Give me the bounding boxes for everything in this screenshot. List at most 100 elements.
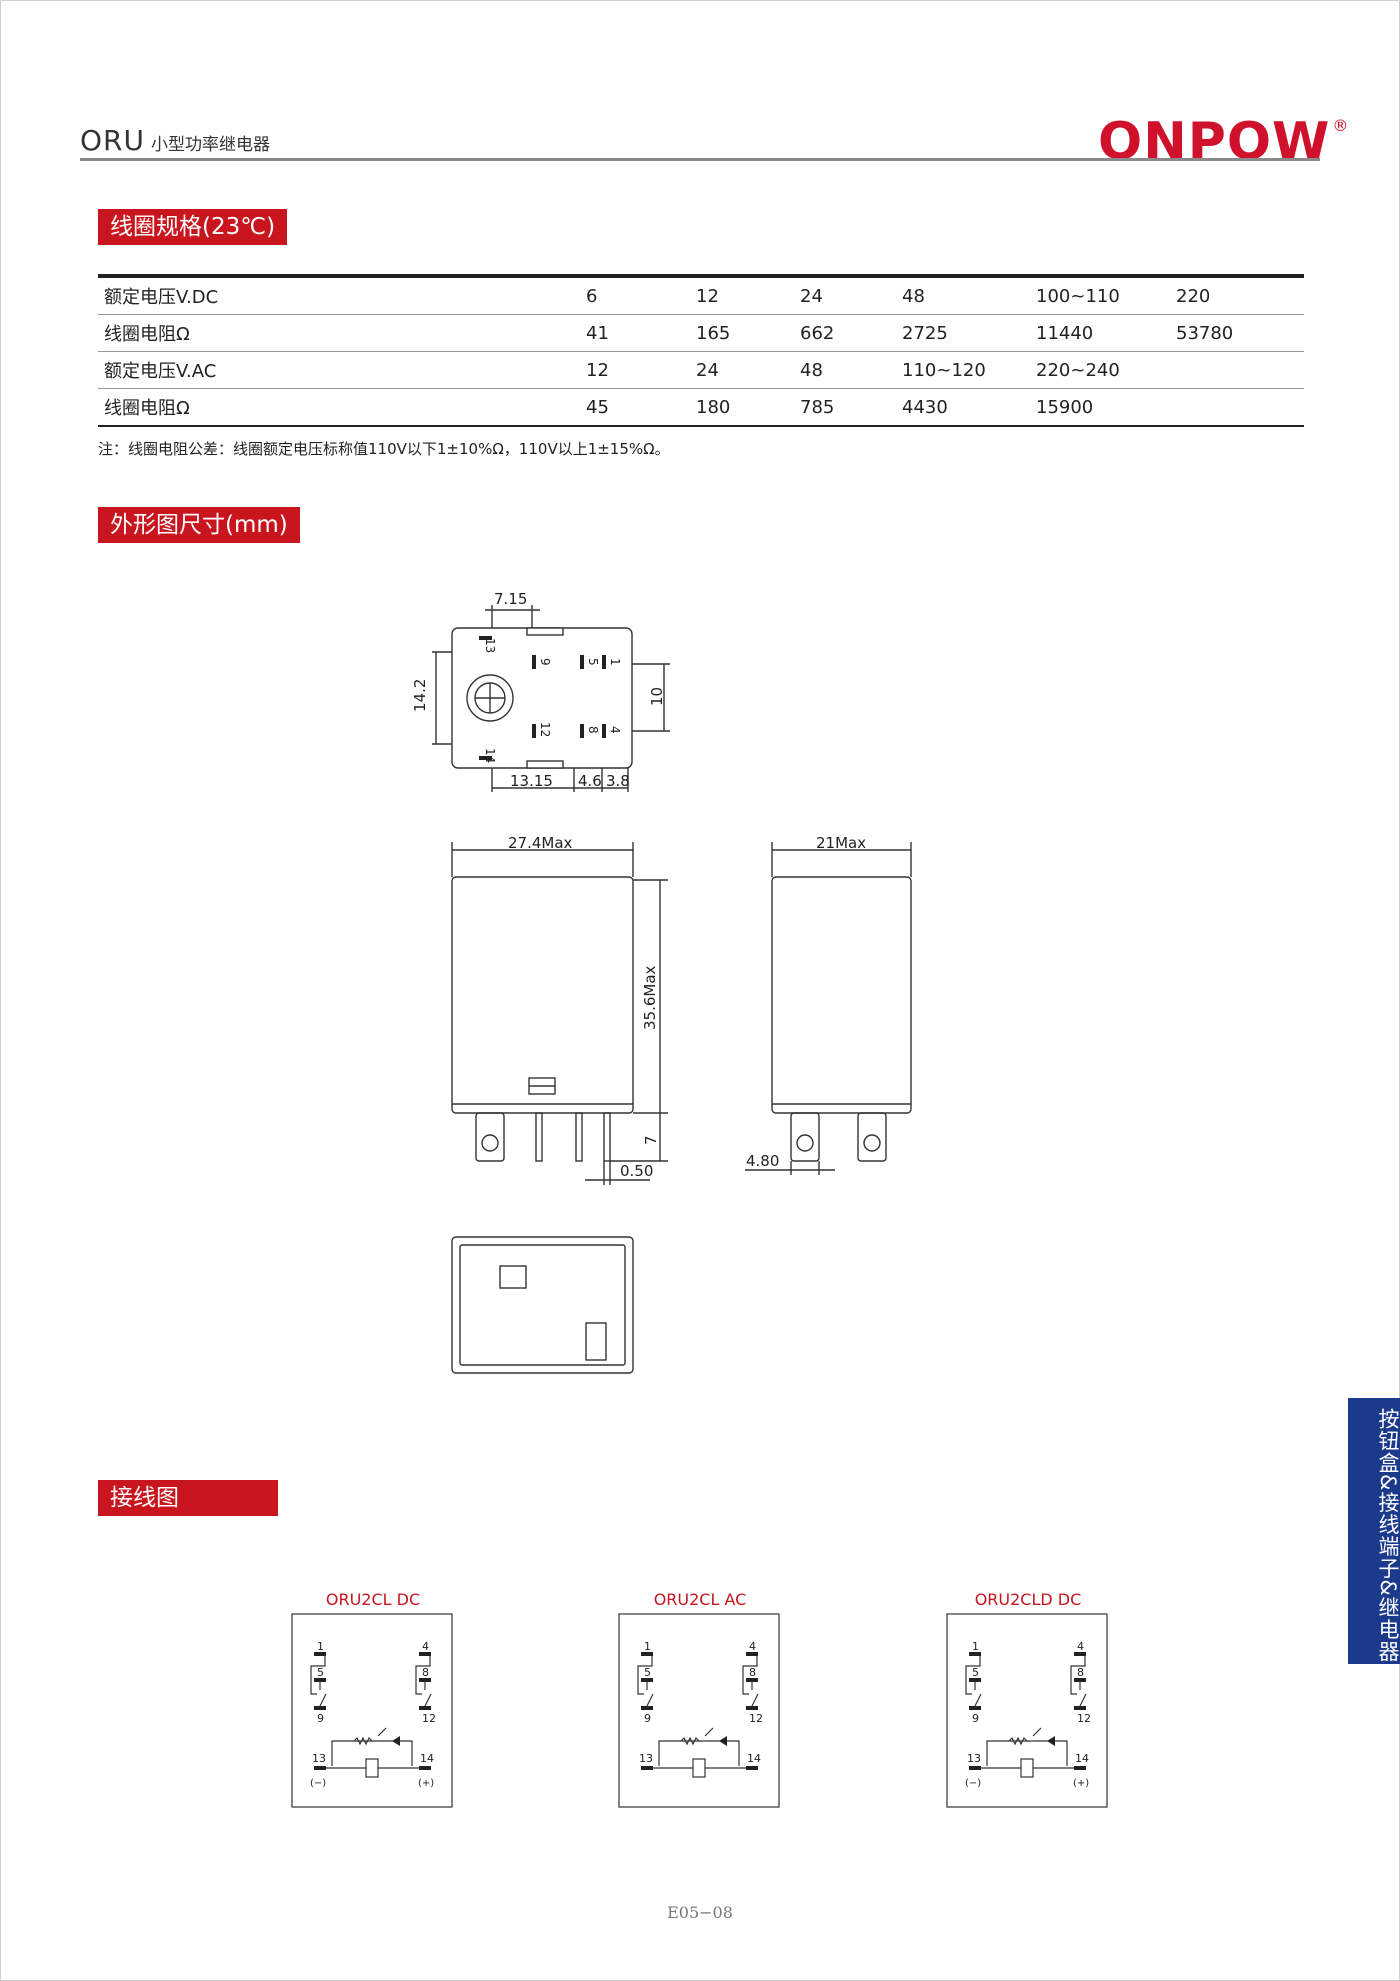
table-cell: [1170, 351, 1304, 389]
wiring-pin-label: 9: [972, 1712, 979, 1725]
wiring-pin-label: 12: [1077, 1712, 1091, 1725]
wiring-pin-label: 9: [317, 1712, 324, 1725]
wiring-pin-label: 1: [317, 1640, 324, 1653]
page-number: E05−08: [667, 1903, 733, 1922]
dim-bottom-a: 13.15: [510, 772, 553, 790]
coil-note: 注：线圈电阻公差：线圈额定电压标称值110V以下1±10%Ω，110V以上1±1…: [98, 440, 670, 458]
wiring-pin-label: 13: [967, 1752, 981, 1765]
polarity-positive: (+): [418, 1778, 434, 1789]
side-category-tab: 按钮盒&接线端子&继电器: [1348, 1398, 1400, 1664]
wiring-pin-label: 4: [422, 1640, 429, 1653]
table-cell: 165: [690, 314, 794, 352]
wiring-pin-label: 4: [749, 1640, 756, 1653]
wiring-diagram: 1 5 9 4 8 12 13 14 (−) (+): [291, 1613, 453, 1808]
table-cell: 180: [690, 388, 794, 427]
dim-side-pin: 4.80: [746, 1152, 779, 1170]
table-cell: 24: [690, 351, 794, 389]
section-title-wiring: 接线图: [98, 1480, 278, 1516]
mount-hole: [466, 674, 514, 722]
table-cell: 45: [580, 388, 690, 427]
table-cell: 24: [794, 274, 896, 315]
dim-pin-length: 7: [642, 1135, 660, 1145]
wiring-pin-label: 1: [972, 1640, 979, 1653]
dim-pin-thickness: 0.50: [620, 1162, 653, 1180]
table-cell: 48: [794, 351, 896, 389]
wiring-pin-label: 14: [747, 1752, 761, 1765]
wiring-pin-label: 1: [644, 1640, 651, 1653]
dim-front-height: 35.6Max: [641, 965, 659, 1030]
dim-side-width: 21Max: [816, 834, 866, 852]
dim-bottom-c: 3.8: [606, 772, 630, 790]
table-cell: 100~110: [1030, 274, 1170, 315]
wiring-pin-label: 13: [312, 1752, 326, 1765]
table-cell: 2725: [896, 314, 1030, 352]
brand-logo: ONPOW®: [1098, 112, 1350, 172]
row-label: 线圈电阻Ω: [98, 388, 580, 427]
pin-label-4: 4: [608, 726, 622, 734]
wiring-diagram: 1 5 9 4 8 12 13 14: [618, 1613, 780, 1808]
header-rule: [80, 158, 1320, 161]
wiring-title-1: ORU2CL DC: [325, 1590, 421, 1609]
bottom-view-body: [451, 1236, 634, 1374]
dim-height-left: 14.2: [411, 679, 429, 712]
table-cell: 220~240: [1030, 351, 1170, 389]
product-subtitle: 小型功率继电器: [151, 135, 270, 155]
table-cell: 220: [1170, 274, 1304, 315]
pin-label-1: 1: [608, 658, 622, 666]
polarity-negative: (−): [310, 1778, 326, 1789]
dim-front-width: 27.4Max: [508, 834, 573, 852]
table-cell: 53780: [1170, 314, 1304, 352]
side-view-body: [771, 876, 912, 1114]
table-cell: 12: [690, 274, 794, 315]
row-label: 线圈电阻Ω: [98, 314, 580, 352]
wiring-pin-label: 14: [1075, 1752, 1089, 1765]
table-cell: 662: [794, 314, 896, 352]
wiring-pin-label: 8: [1077, 1666, 1084, 1679]
polarity-negative: (−): [965, 1778, 981, 1789]
pin-label-9: 9: [538, 658, 552, 666]
polarity-positive: (+): [1073, 1778, 1089, 1789]
table-cell: 110~120: [896, 351, 1030, 389]
table-cell: 15900: [1030, 388, 1170, 427]
wiring-pin-label: 4: [1077, 1640, 1084, 1653]
pin-label-14: 14: [483, 748, 497, 763]
table-cell: 785: [794, 388, 896, 427]
wiring-pin-label: 9: [644, 1712, 651, 1725]
table-cell: 6: [580, 274, 690, 315]
dim-bottom-b: 4.6: [578, 772, 602, 790]
table-cell: 48: [896, 274, 1030, 315]
row-label: 额定电压V.AC: [98, 351, 580, 389]
wiring-pin-label: 12: [422, 1712, 436, 1725]
table-cell: 11440: [1030, 314, 1170, 352]
wiring-pin-label: 12: [749, 1712, 763, 1725]
wiring-title-3: ORU2CLD DC: [974, 1590, 1082, 1609]
wiring-pin-label: 8: [422, 1666, 429, 1679]
section-title-coil: 线圈规格(23℃): [98, 209, 288, 245]
row-label: 额定电压V.DC: [98, 274, 580, 315]
wiring-pin-label: 13: [639, 1752, 653, 1765]
wiring-pin-label: 8: [749, 1666, 756, 1679]
wiring-pin-label: 5: [972, 1666, 979, 1679]
pin-label-8: 8: [586, 726, 600, 734]
section-title-dimensions: 外形图尺寸(mm): [98, 507, 300, 543]
table-cell: 41: [580, 314, 690, 352]
table-cell: 4430: [896, 388, 1030, 427]
dim-top-width: 7.15: [494, 590, 527, 608]
product-code: ORU: [80, 124, 145, 157]
pin-label-13: 13: [483, 638, 497, 653]
page-title: ORU 小型功率继电器: [80, 124, 270, 157]
wiring-pin-label: 14: [420, 1752, 434, 1765]
wiring-pin-label: 5: [644, 1666, 651, 1679]
table-cell: 12: [580, 351, 690, 389]
wiring-pin-label: 5: [317, 1666, 324, 1679]
wiring-title-2: ORU2CL AC: [653, 1590, 747, 1609]
dim-height-right: 10: [648, 687, 666, 706]
pin-label-12: 12: [538, 722, 552, 737]
